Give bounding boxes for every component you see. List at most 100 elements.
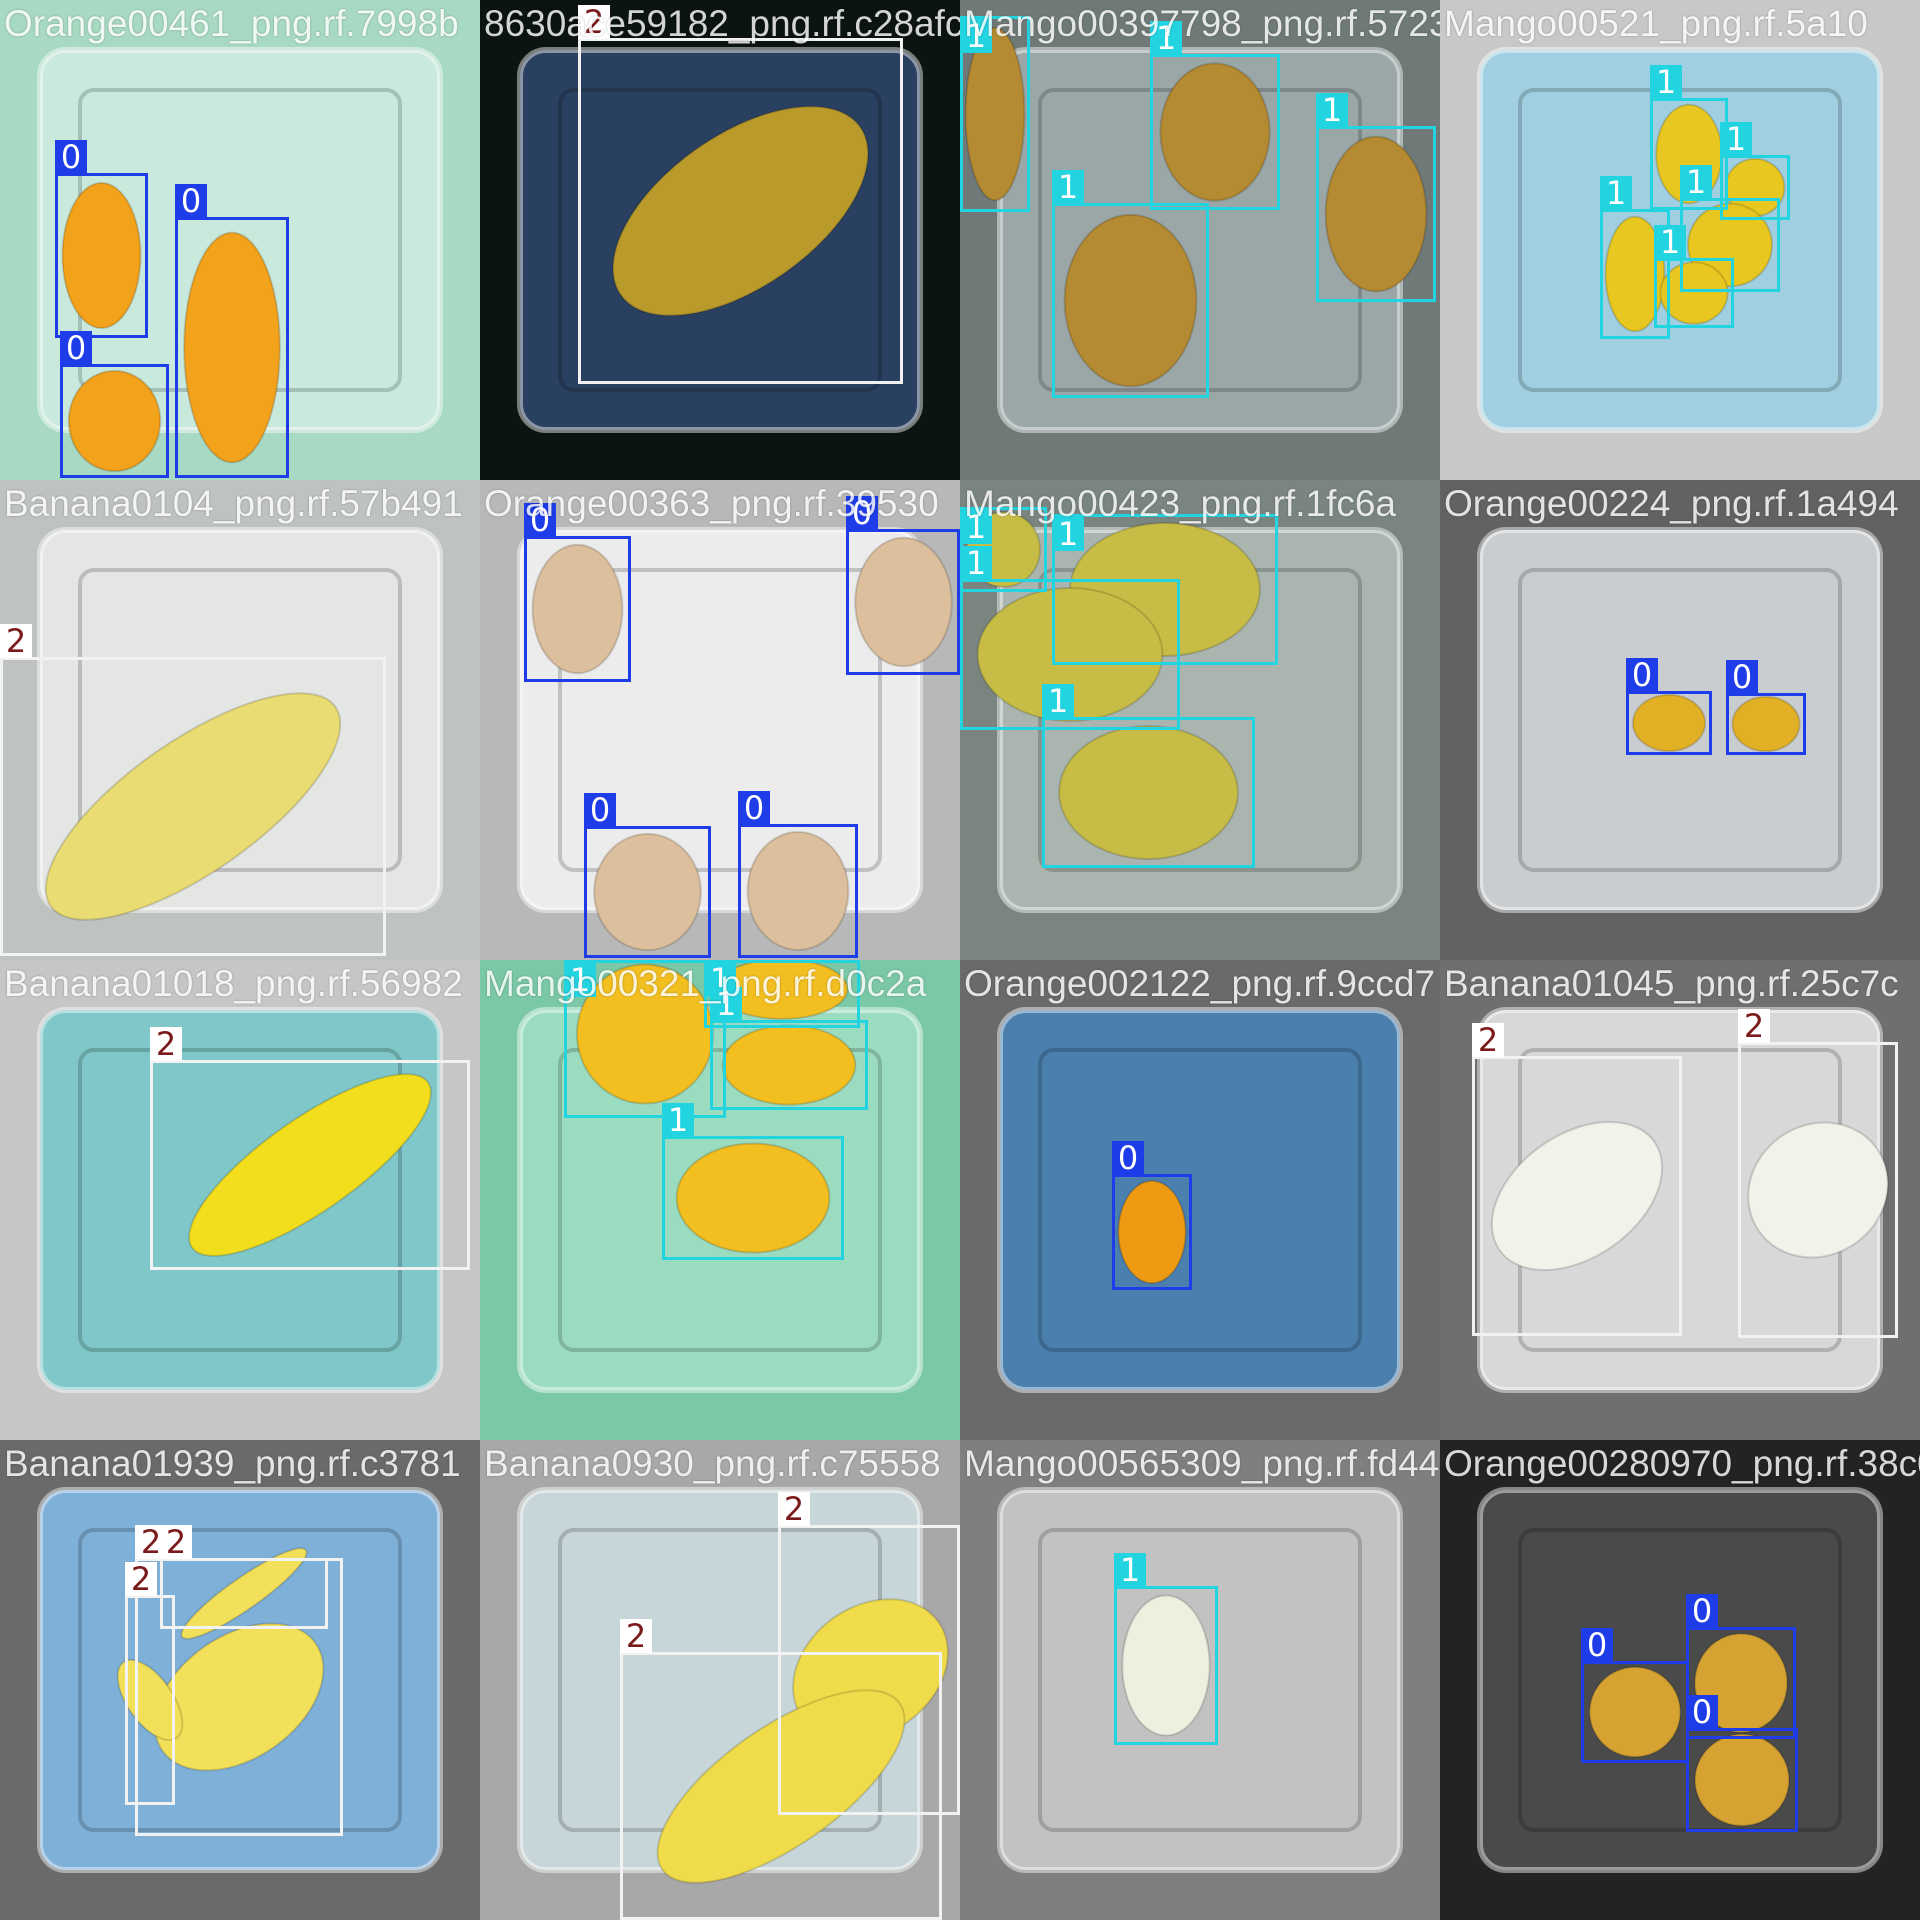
- bounding-box-3: 1: [710, 987, 868, 1110]
- bounding-box-2: 0: [1581, 1628, 1689, 1763]
- tray-inner-rim: [78, 568, 402, 872]
- tray-inner-rim: [558, 88, 882, 392]
- scene-photo: [1440, 1440, 1920, 1920]
- class-label: 1: [1316, 93, 1348, 127]
- bounding-box-2: 2: [620, 1619, 942, 1920]
- class-label: 0: [1686, 1695, 1718, 1729]
- tray-inner-rim: [1518, 568, 1842, 872]
- scene-photo: [960, 1440, 1440, 1920]
- class-label: 0: [175, 184, 207, 218]
- scene-photo: [0, 480, 480, 960]
- scene-photo: [960, 960, 1440, 1440]
- bounding-box-2: 0: [175, 184, 289, 478]
- tray-inner-rim: [1038, 1528, 1362, 1832]
- scene-photo: [0, 960, 480, 1440]
- tray-inner-rim: [558, 1048, 882, 1352]
- class-label: 1: [1052, 170, 1084, 204]
- class-label: 1: [1720, 122, 1752, 156]
- bounding-box-2: 1: [1720, 122, 1790, 220]
- class-label: 1: [1114, 1553, 1146, 1587]
- fruit-shape-1: [1490, 1120, 1664, 1272]
- class-label: 0: [55, 140, 87, 174]
- class-label: 0: [1726, 660, 1758, 694]
- bounding-box-2: 1: [1150, 21, 1280, 210]
- fruit-shape-2: [183, 231, 281, 464]
- fruit-shape-4: [1058, 725, 1239, 860]
- bounding-box-1: 2: [1472, 1023, 1682, 1336]
- fruit-shape-3: [593, 832, 702, 952]
- fruit-shape-2: [1731, 695, 1801, 753]
- class-label: 1: [564, 963, 596, 997]
- fruit-shape-3: [1604, 215, 1666, 333]
- class-label: 0: [1112, 1141, 1144, 1175]
- fruit-shape-3: [116, 1659, 184, 1741]
- fruit-shape-1: [1117, 1179, 1187, 1285]
- fruit-shape-1: [575, 963, 715, 1105]
- bounding-box-4: 1: [1042, 684, 1255, 868]
- class-label: 1: [662, 1103, 694, 1137]
- class-label: 1: [960, 546, 992, 580]
- bounding-box-1: 0: [524, 503, 631, 682]
- fruit-shape-2: [1747, 1121, 1889, 1259]
- fruit-shape-2: [1588, 1666, 1682, 1758]
- class-label: 1: [1654, 225, 1686, 259]
- class-label: 1: [960, 19, 992, 53]
- fruit-shape-4: [746, 831, 850, 951]
- bounding-box-2: 2: [1738, 1009, 1898, 1338]
- fruit-shape-3: [67, 369, 162, 473]
- class-label: 1: [1052, 517, 1084, 551]
- class-label: 0: [846, 496, 878, 530]
- scene-photo: [480, 480, 960, 960]
- fruit-shape-4: [1063, 213, 1198, 388]
- class-label: 1: [1680, 165, 1712, 199]
- class-label: 0: [524, 503, 556, 537]
- class-label: 2: [160, 1525, 192, 1559]
- class-label: 1: [1042, 684, 1074, 718]
- tray-inner-rim: [78, 1528, 402, 1832]
- fruit-shape-2: [1159, 62, 1271, 202]
- fruit-shape-4: [675, 1142, 831, 1254]
- scene-photo: [480, 0, 960, 480]
- class-label: 0: [1581, 1628, 1613, 1662]
- bounding-box-4: 1: [1052, 170, 1209, 398]
- fruit-shape-3: [976, 587, 1164, 722]
- fruit-shape-1: [153, 1622, 325, 1772]
- bounding-box-3: 0: [60, 331, 169, 478]
- bounding-box-1: 0: [1626, 658, 1712, 755]
- bounding-box-4: 1: [1680, 165, 1780, 292]
- class-label: 1: [1150, 21, 1182, 55]
- class-label: 1: [1650, 65, 1682, 99]
- fruit-shape-1: [1631, 693, 1707, 753]
- tray-inner-rim: [78, 1048, 402, 1352]
- bounding-box-2: 0: [1726, 660, 1806, 755]
- fruit-shape-2: [656, 1689, 906, 1884]
- fruit-shape-1: [188, 1073, 432, 1257]
- fruit-shape-2: [180, 1547, 308, 1640]
- class-label: 1: [710, 987, 742, 1021]
- bounding-box-1: 1: [1114, 1553, 1218, 1745]
- class-label: 2: [125, 1562, 157, 1596]
- class-label: 2: [150, 1027, 182, 1061]
- bounding-box-3: 1: [1600, 176, 1670, 339]
- scene-photo: [960, 480, 1440, 960]
- bounding-box-1: 1: [960, 16, 1030, 212]
- class-label: 0: [584, 793, 616, 827]
- bounding-box-1: 2: [778, 1492, 960, 1815]
- bounding-box-3: 2: [125, 1562, 175, 1805]
- scene-photo: [960, 0, 1440, 480]
- tray-inner-rim: [1038, 1048, 1362, 1352]
- class-label: 2: [578, 5, 610, 39]
- bounding-box-1: 1: [564, 960, 726, 1118]
- class-label: 1: [1600, 176, 1632, 210]
- class-label: 0: [1686, 1594, 1718, 1628]
- class-label: 2: [0, 624, 32, 658]
